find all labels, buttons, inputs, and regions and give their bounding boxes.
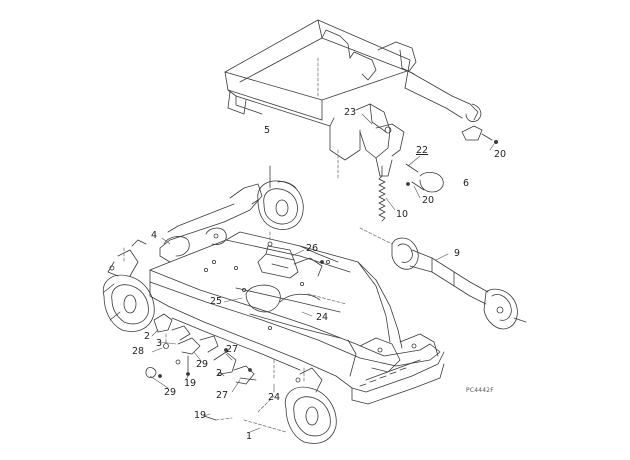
callout-2-left: 2 (144, 331, 151, 342)
callout-3: 3 (156, 338, 163, 349)
tension-spring (379, 166, 385, 221)
callout-23: 23 (344, 107, 357, 118)
callout-1: 1 (246, 431, 253, 442)
callout-20-shaft: 20 (494, 149, 507, 160)
callout-29-left: 29 (164, 387, 177, 398)
caster-wheel-rear (252, 166, 303, 230)
callout-19-left: 19 (184, 378, 197, 389)
callout-28: 28 (132, 346, 145, 357)
deck-frame (150, 184, 440, 366)
callout-25: 25 (210, 296, 223, 307)
gauge-wheel-left (103, 240, 154, 331)
callout-27-lower: 27 (216, 390, 229, 401)
callout-2-mid: 2 (216, 368, 223, 379)
deck-front-edge (150, 282, 444, 404)
callout-24-deck: 24 (316, 312, 329, 323)
callout-19-lower: 19 (194, 410, 207, 421)
callout-20-pin: 20 (422, 195, 435, 206)
callout-5: 5 (264, 125, 271, 136)
drawing-number: PC4442F (466, 387, 494, 394)
callout-29-mid: 29 (196, 359, 209, 370)
callout-22: 22 (416, 145, 429, 156)
callout-24-lower: 24 (268, 392, 281, 403)
leader-lines (150, 114, 494, 432)
callout-27-upper: 27 (226, 344, 239, 355)
hitch-frame (225, 20, 498, 192)
callout-26: 26 (306, 243, 319, 254)
pto-driveshaft (360, 228, 526, 329)
lower-hardware (146, 314, 286, 432)
callout-6: 6 (463, 178, 470, 189)
gauge-wheel-right (285, 368, 336, 443)
callout-4: 4 (151, 230, 158, 241)
callout-9: 9 (454, 248, 461, 259)
callout-10: 10 (396, 209, 409, 220)
